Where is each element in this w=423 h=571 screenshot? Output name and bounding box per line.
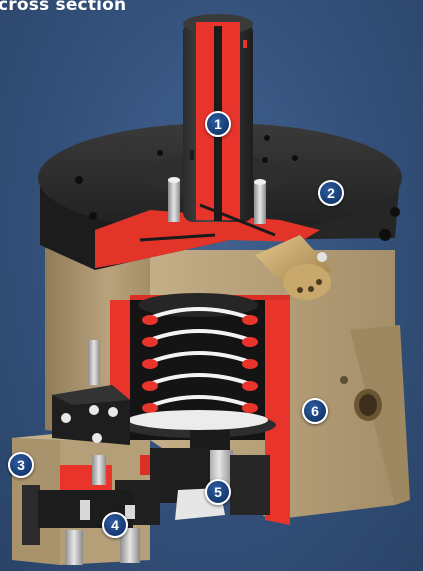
spring [149, 307, 251, 408]
guide-pins [139, 177, 276, 242]
diagram-title: cross section [0, 0, 127, 15]
spring-section [142, 315, 258, 413]
callout-4-badge: 4 [102, 512, 128, 538]
piston [120, 410, 276, 485]
callout-1-badge: 1 [205, 111, 231, 137]
air-fitting [255, 235, 332, 300]
callout-5-badge: 5 [205, 479, 231, 505]
callout-3-badge: 3 [8, 452, 34, 478]
callout-6-badge: 6 [302, 398, 328, 424]
callout-2-badge: 2 [318, 180, 344, 206]
sensor-block [52, 340, 130, 485]
bottom-fittings [38, 490, 140, 565]
